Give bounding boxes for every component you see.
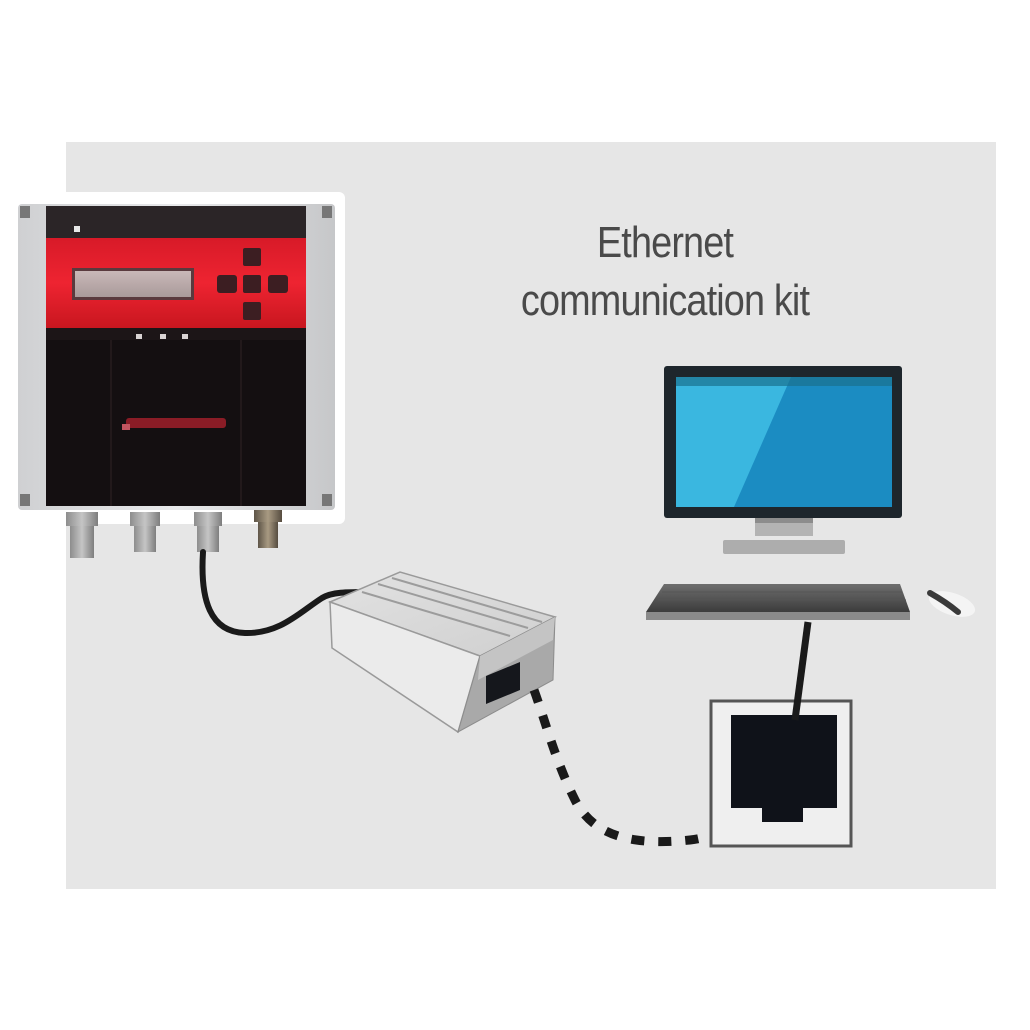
cable-glands [66, 510, 282, 558]
power-led-icon [74, 226, 80, 232]
ethernet-adapter [327, 571, 558, 734]
title-line-1: Ethernet [596, 218, 734, 267]
controller-cable [199, 549, 375, 637]
brand-logo [126, 418, 226, 428]
wall-socket [709, 699, 853, 848]
status-leds [136, 334, 188, 339]
diagram-title: Ethernet communication kit [472, 214, 859, 330]
computer-cable [791, 621, 812, 721]
dpad-buttons [217, 248, 288, 320]
rj45-port-icon [486, 662, 520, 704]
controller-device [8, 192, 345, 558]
mouse [927, 590, 976, 617]
lcd-display [75, 271, 191, 297]
rj45-socket-icon [731, 715, 837, 822]
keyboard [646, 584, 910, 620]
title-line-2: communication kit [520, 276, 810, 325]
desktop-computer [646, 366, 976, 620]
